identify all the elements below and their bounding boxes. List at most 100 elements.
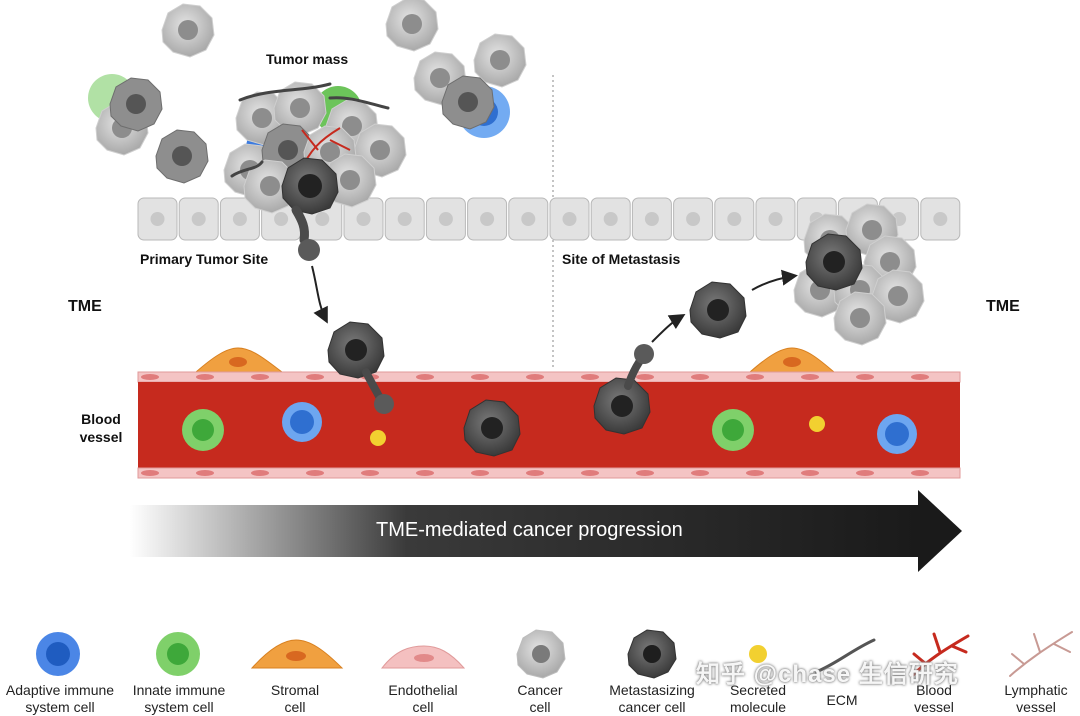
blood-vessel-label-line1: Blood bbox=[81, 411, 121, 427]
epithelial-nucleus bbox=[644, 212, 659, 226]
legend-line2: cell bbox=[412, 699, 434, 715]
epithelial-nucleus bbox=[727, 212, 742, 226]
legend-line1: ECM bbox=[826, 692, 858, 708]
endothelial-nucleus bbox=[636, 470, 654, 476]
epithelial-nucleus bbox=[933, 212, 948, 226]
vessel-cells bbox=[182, 402, 917, 454]
epithelial-nucleus bbox=[768, 212, 783, 226]
metastatic-colony bbox=[793, 203, 925, 346]
epithelial-nucleus bbox=[274, 212, 289, 226]
ecm-icon bbox=[814, 638, 876, 674]
legend-line2: system cell bbox=[25, 699, 95, 715]
endothelial-nucleus bbox=[196, 374, 214, 380]
legend-line1: Stromal bbox=[270, 682, 320, 698]
endothelial-nucleus bbox=[526, 470, 544, 476]
blood-vessel-label: Blood vessel bbox=[78, 410, 124, 446]
endothelial-nucleus bbox=[636, 374, 654, 380]
endothelial-nucleus bbox=[141, 470, 159, 476]
legend-ecm-label: ECM bbox=[777, 692, 907, 709]
endothelial-nucleus bbox=[416, 470, 434, 476]
legend-line2: system cell bbox=[144, 699, 214, 715]
progression-arrow bbox=[130, 490, 962, 572]
endothelial-nucleus bbox=[251, 470, 269, 476]
endothelial-nucleus bbox=[141, 374, 159, 380]
blood-vessel-label-line2: vessel bbox=[79, 429, 123, 445]
legend-icons bbox=[36, 629, 1073, 679]
endothelial-nucleus bbox=[856, 470, 874, 476]
endothelial-nucleus bbox=[416, 374, 434, 380]
stromal-cells bbox=[194, 347, 836, 373]
legend-line1: Innate immune bbox=[132, 682, 226, 698]
endothelial-nucleus bbox=[581, 374, 599, 380]
legend-line2: vessel bbox=[1016, 699, 1056, 715]
legend-line2: cell bbox=[284, 699, 306, 715]
legend-line2: molecule bbox=[729, 699, 787, 715]
floating-cancer-cells bbox=[88, 0, 527, 184]
epithelial-nucleus bbox=[480, 212, 495, 226]
endothelial-nucleus bbox=[691, 374, 709, 380]
epithelial-nucleus bbox=[603, 212, 618, 226]
epithelial-nucleus bbox=[315, 212, 330, 226]
innate-immune-cell-icon bbox=[156, 632, 200, 676]
legend-line1: Adaptive immune bbox=[5, 682, 115, 698]
endothelial-nucleus bbox=[801, 470, 819, 476]
endothelial-nucleus bbox=[526, 374, 544, 380]
endothelial-nucleus bbox=[471, 470, 489, 476]
endothelial-nucleus bbox=[306, 374, 324, 380]
legend-line2: cancer cell bbox=[618, 699, 686, 715]
endothelial-nucleus bbox=[911, 470, 929, 476]
legend-line1: Cancer bbox=[517, 682, 563, 698]
tumor-mass bbox=[223, 81, 407, 261]
lymphatic-vessel-icon bbox=[1009, 631, 1073, 677]
endothelial-nucleus bbox=[691, 470, 709, 476]
stromal-cell-icon bbox=[250, 639, 344, 669]
endothelial-nucleus bbox=[196, 470, 214, 476]
endothelial-nucleus bbox=[471, 374, 489, 380]
tumor-mass-label: Tumor mass bbox=[266, 51, 349, 67]
legend-line1: Secreted bbox=[729, 682, 787, 698]
legend-line1: Lymphatic bbox=[1004, 682, 1068, 698]
epithelial-nucleus bbox=[150, 212, 165, 226]
epithelial-layer bbox=[137, 197, 961, 241]
epithelial-nucleus bbox=[356, 212, 371, 226]
blood-vessel-icon bbox=[910, 632, 970, 678]
endothelial-nucleus bbox=[856, 374, 874, 380]
metastasis-site-label: Site of Metastasis bbox=[562, 251, 681, 267]
epithelial-nucleus bbox=[397, 212, 412, 226]
tme-left-label: TME bbox=[68, 298, 102, 315]
endothelial-nucleus bbox=[361, 470, 379, 476]
endothelial-nucleus bbox=[801, 374, 819, 380]
legend-line2: cell bbox=[529, 699, 551, 715]
adaptive-immune-cell-icon bbox=[36, 632, 80, 676]
legend-line1: Metastasizing bbox=[609, 682, 695, 698]
epithelial-nucleus bbox=[438, 212, 453, 226]
legend-line1: Endothelial bbox=[388, 682, 458, 698]
endothelial-nucleus bbox=[746, 470, 764, 476]
progression-label: TME-mediated cancer progression bbox=[376, 519, 683, 541]
watermark: 知乎 @chase 生信研究 bbox=[696, 661, 959, 688]
epithelial-nucleus bbox=[191, 212, 206, 226]
endothelial-cell-icon bbox=[380, 645, 466, 669]
epithelial-nucleus bbox=[686, 212, 701, 226]
secreted-molecule-icon bbox=[749, 645, 767, 663]
endothelial-nucleus bbox=[581, 470, 599, 476]
metastasizing-path bbox=[327, 281, 747, 457]
blood-vessel bbox=[137, 371, 961, 479]
endothelial-nucleus bbox=[911, 374, 929, 380]
endothelial-nucleus bbox=[251, 374, 269, 380]
cancer-cell-icon bbox=[516, 629, 566, 679]
tme-right-label: TME bbox=[986, 298, 1020, 315]
endothelial-nucleus bbox=[306, 470, 324, 476]
legend-line1: Blood bbox=[916, 682, 952, 698]
metastasizing-cancer-cell-icon bbox=[627, 629, 677, 679]
